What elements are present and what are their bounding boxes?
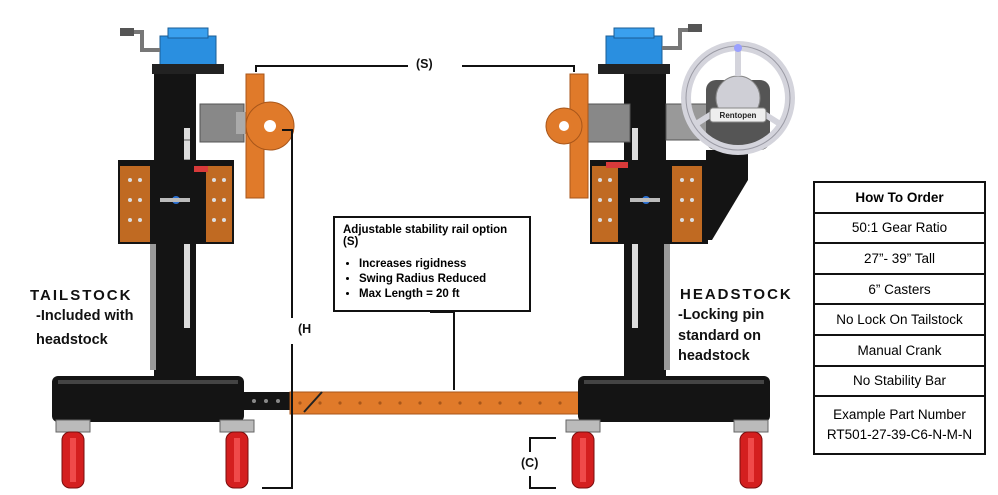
- stability-rail: [244, 391, 581, 415]
- tailstock-note-line2: headstock: [36, 332, 108, 348]
- order-option-casters: 6” Casters: [815, 272, 984, 304]
- headstock-base: [578, 376, 770, 422]
- headstock-note-line1: -Locking pin: [678, 307, 765, 323]
- headstock-caster-left: [565, 419, 601, 489]
- caster-dimension-line: [529, 437, 556, 452]
- tailstock-note-line1: -Included with: [36, 308, 134, 324]
- callout-bullet-list: Increases rigidness Swing Radius Reduced…: [343, 258, 521, 300]
- tailstock-gearbox: [159, 35, 217, 67]
- height-dimension-line: [282, 129, 293, 318]
- headstock-heading: HEADSTOCK: [680, 286, 793, 303]
- tailstock-assembly: [52, 27, 295, 489]
- stability-rail-callout: Adjustable stability rail option (S) Inc…: [333, 216, 531, 312]
- callout-bullet: Swing Radius Reduced: [359, 273, 521, 285]
- headstock-crank-icon: [662, 28, 694, 50]
- order-option-lock: No Lock On Tailstock: [815, 303, 984, 334]
- tailstock-crank-icon: [128, 30, 160, 52]
- how-to-order-title: How To Order: [855, 189, 944, 205]
- headstock-assembly: Rentopen: [545, 24, 795, 489]
- headstock-note-line3: headstock: [678, 348, 750, 364]
- callout-bullet: Increases rigidness: [359, 258, 521, 270]
- order-option-stability-bar: No Stability Bar: [815, 364, 984, 396]
- headstock-gearbox: [605, 35, 663, 67]
- headstock-caster-right: [733, 419, 769, 489]
- tailstock-heading: TAILSTOCK: [30, 287, 133, 304]
- tailstock-caster-left: [55, 419, 91, 489]
- handwheel-icon: Rentopen: [681, 41, 795, 155]
- order-option-height: 27”- 39” Tall: [815, 242, 984, 273]
- how-to-order-table: How To Order 50:1 Gear Ratio 27”- 39” Ta…: [813, 181, 986, 456]
- example-part-number-value: RT501-27-39-C6-N-M-N: [826, 427, 973, 443]
- order-option-gear-ratio: 50:1 Gear Ratio: [815, 211, 984, 243]
- callout-title: Adjustable stability rail option (S): [343, 224, 508, 248]
- callout-bullet: Max Length = 20 ft: [359, 288, 521, 300]
- example-part-number: Example Part Number RT501-27-39-C6-N-M-N: [815, 395, 984, 453]
- example-part-number-label: Example Part Number: [833, 407, 966, 423]
- height-dimension-label: (H: [298, 322, 312, 336]
- headstock-note-line2: standard on: [678, 328, 761, 344]
- handwheel-brand: Rentopen: [720, 111, 757, 120]
- tailstock-caster-right: [219, 419, 255, 489]
- tailstock-base: [52, 376, 244, 422]
- order-option-crank: Manual Crank: [815, 333, 984, 365]
- caster-dimension-label: (C): [521, 456, 539, 470]
- span-dimension-label: (S): [416, 57, 433, 71]
- span-dimension-line: [255, 65, 408, 72]
